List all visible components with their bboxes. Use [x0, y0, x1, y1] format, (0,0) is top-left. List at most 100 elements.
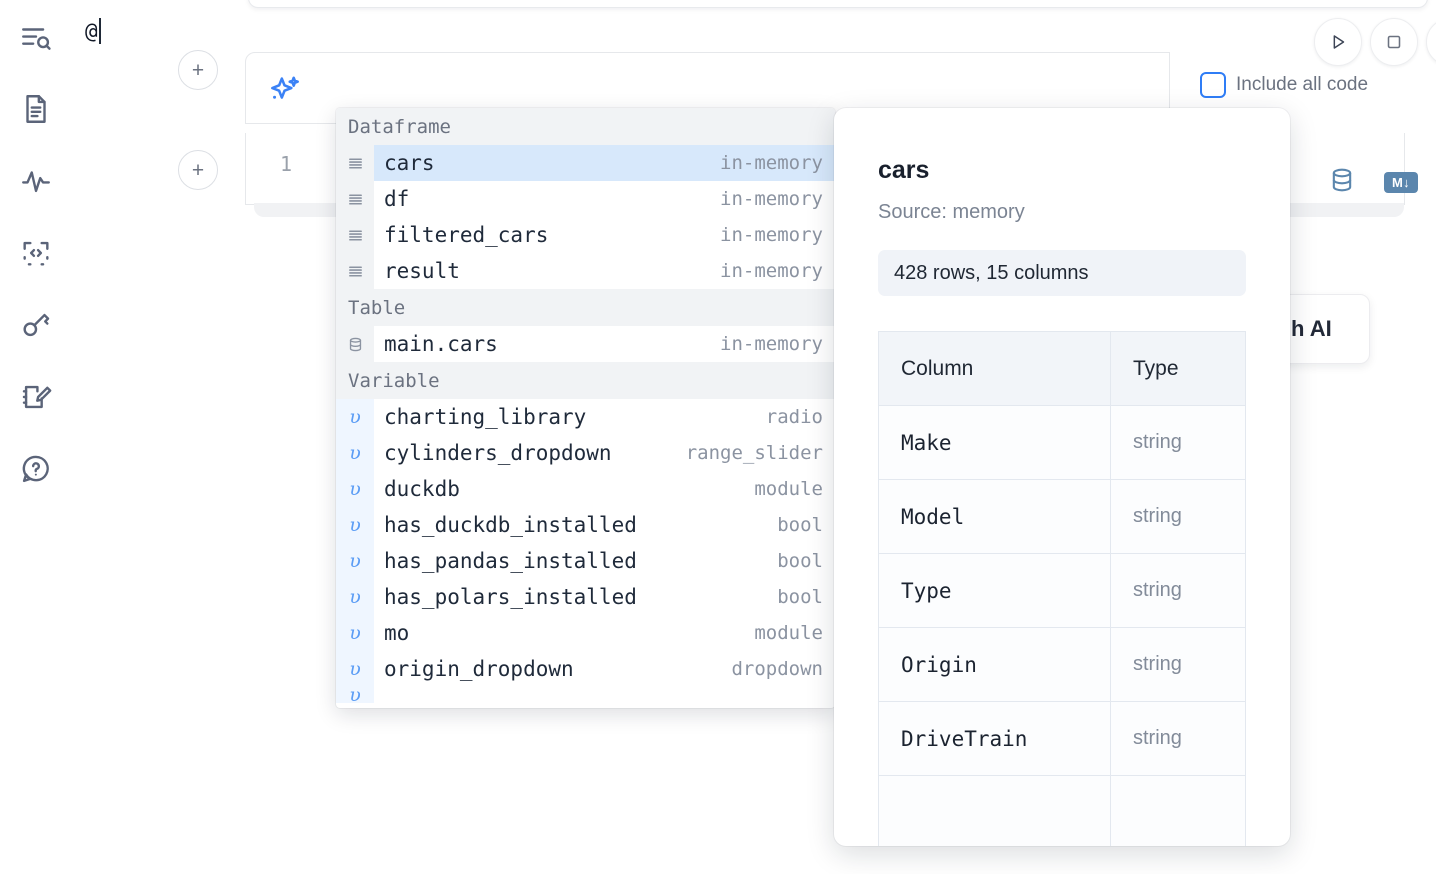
stop-button[interactable] [1370, 18, 1418, 66]
ai-prompt-input[interactable]: @ [85, 18, 101, 44]
ai-card[interactable]: h AI [1278, 294, 1370, 364]
autocomplete-item[interactable]: υ has_polars_installed bool [336, 579, 835, 615]
table-cell-type: string [1110, 553, 1246, 628]
line-number: 1 [279, 152, 292, 176]
run-button[interactable] [1314, 18, 1362, 66]
database-icon[interactable] [1328, 166, 1356, 199]
autocomplete-item[interactable]: df in-memory [336, 181, 835, 217]
autocomplete-item-name: origin_dropdown [384, 657, 574, 681]
table-cell-column: Type [878, 553, 1111, 628]
preview-source: Source: memory [878, 201, 1025, 223]
autocomplete-item[interactable]: main.cars in-memory [336, 326, 835, 362]
autocomplete-item-name: df [384, 187, 410, 211]
sidebar-item-scratchpad[interactable] [12, 373, 60, 421]
ai-prompt-value: @ [85, 19, 98, 43]
autocomplete-item-name: has_pandas_installed [384, 549, 637, 573]
autocomplete-item-kind: bool [777, 586, 823, 608]
key-icon [19, 308, 53, 342]
include-all-code-row[interactable]: Include all code [1200, 72, 1368, 98]
dataframe-icon [336, 217, 374, 253]
activity-icon [19, 164, 53, 198]
database-icon [336, 326, 374, 362]
autocomplete-item-clipped[interactable]: υ [336, 687, 835, 703]
table-cell-type [1110, 775, 1246, 846]
table-cell-column: DriveTrain [878, 701, 1111, 776]
table-cell-column [878, 775, 1111, 846]
autocomplete-item-name: has_duckdb_installed [384, 513, 637, 537]
add-cell-button-top[interactable]: + [178, 50, 218, 90]
autocomplete-item-kind: in-memory [720, 260, 823, 282]
code-snippet-icon [19, 236, 53, 270]
autocomplete-item-name: duckdb [384, 477, 460, 501]
autocomplete-item[interactable]: υ has_pandas_installed bool [336, 543, 835, 579]
overflow-button[interactable] [1426, 18, 1436, 66]
dataframe-icon [336, 253, 374, 289]
variable-icon: υ [336, 543, 374, 579]
preview-title: cars [878, 156, 930, 184]
autocomplete-item-name: has_polars_installed [384, 585, 637, 609]
variable-icon: υ [336, 471, 374, 507]
autocomplete-item-kind: bool [777, 514, 823, 536]
sidebar-item-notebook[interactable] [12, 85, 60, 133]
table-cell-type: string [1110, 627, 1246, 702]
sidebar-item-help[interactable] [12, 445, 60, 493]
table-cell-type: string [1110, 405, 1246, 480]
table-cell-column: Make [878, 405, 1111, 480]
autocomplete-item-kind: range_slider [685, 442, 823, 464]
autocomplete-item-kind: module [754, 478, 823, 500]
text-caret [98, 18, 101, 44]
cell-actions: M↓ [1328, 166, 1418, 199]
sparkles-icon [266, 73, 304, 116]
autocomplete-section-header: Variable [336, 362, 835, 399]
scratchpad-icon [19, 380, 53, 414]
variable-icon: υ [336, 687, 374, 703]
variable-icon: υ [336, 435, 374, 471]
table-column-header: Column [878, 331, 1111, 406]
variable-icon: υ [336, 651, 374, 687]
autocomplete-item[interactable]: υ charting_library radio [336, 399, 835, 435]
sidebar-item-secrets[interactable] [12, 301, 60, 349]
sidebar-item-explore[interactable] [12, 14, 60, 62]
dataframe-icon [336, 181, 374, 217]
autocomplete-section-header: Table [336, 289, 835, 326]
autocomplete-item-kind: bool [777, 550, 823, 572]
autocomplete-item-name: charting_library [384, 405, 587, 429]
autocomplete-item-name: result [384, 259, 460, 283]
include-all-code-checkbox[interactable] [1200, 72, 1226, 98]
sidebar-rail [0, 0, 72, 874]
table-cell-type: string [1110, 701, 1246, 776]
document-icon [19, 92, 53, 126]
table-cell-column: Model [878, 479, 1111, 554]
autocomplete-section-header: Dataframe [336, 108, 835, 145]
variable-icon: υ [336, 579, 374, 615]
help-chat-icon [19, 452, 53, 486]
markdown-badge[interactable]: M↓ [1384, 172, 1418, 193]
autocomplete-item-kind: in-memory [720, 333, 823, 355]
sidebar-item-snippets[interactable] [12, 229, 60, 277]
autocomplete-item-name: cars [384, 151, 435, 175]
autocomplete-item-name: filtered_cars [384, 223, 549, 247]
add-cell-button-bottom[interactable]: + [178, 150, 218, 190]
include-all-code-label: Include all code [1236, 74, 1369, 95]
autocomplete-item-name: main.cars [384, 332, 498, 356]
autocomplete-item[interactable]: result in-memory [336, 253, 835, 289]
preview-shape-badge: 428 rows, 15 columns [878, 250, 1246, 296]
sidebar-item-activity[interactable] [12, 157, 60, 205]
variable-icon: υ [336, 399, 374, 435]
autocomplete-item-kind: in-memory [720, 188, 823, 210]
autocomplete-item-kind: radio [765, 406, 823, 428]
